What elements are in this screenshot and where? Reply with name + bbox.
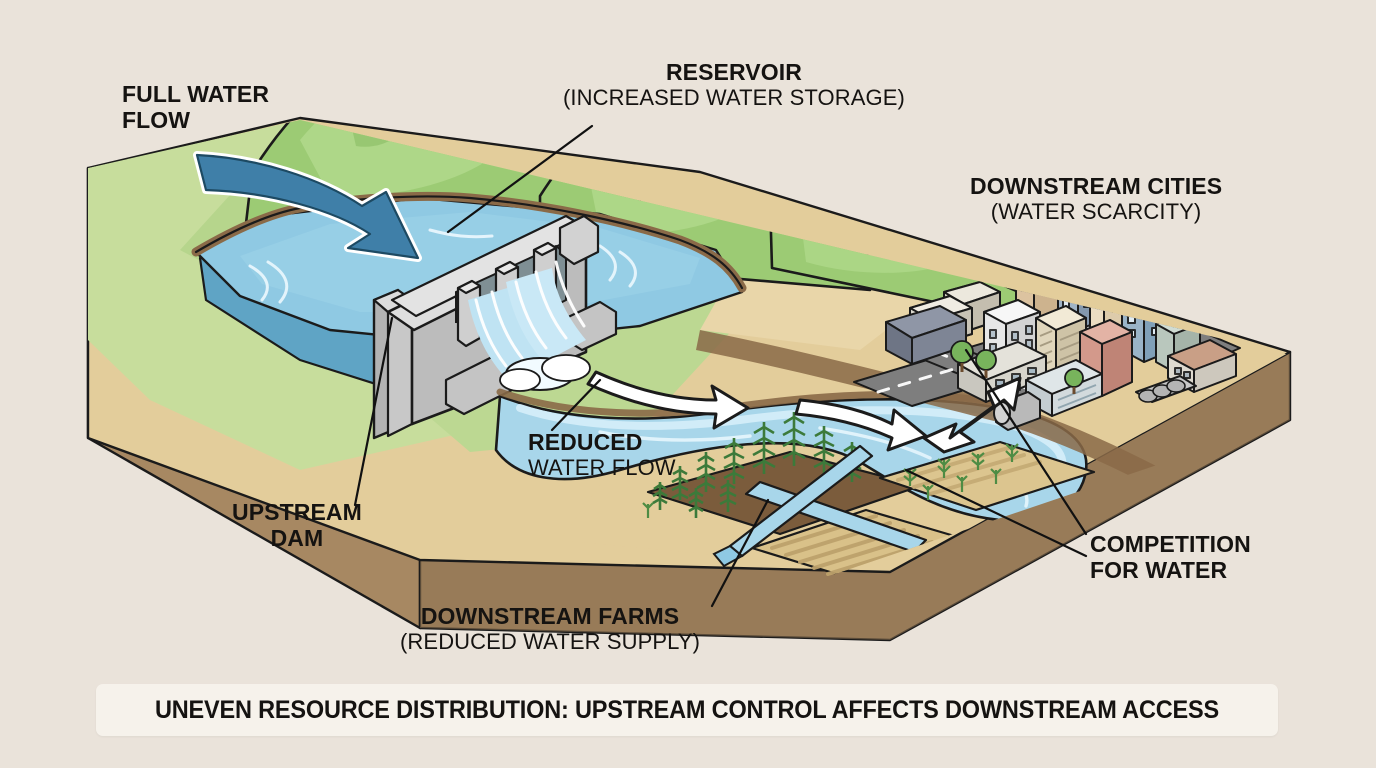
reduced-flow-arrow-1: [586, 370, 750, 430]
label-reduced-water-flow: REDUCED WATER FLOW: [528, 429, 676, 480]
leader-competition-1: [964, 348, 1088, 536]
label-downstream-cities: DOWNSTREAM CITIES (WATER SCARCITY): [970, 173, 1223, 224]
label-reservoir-line1: RESERVOIR: [665, 59, 802, 85]
reduced-flow-arrow-2: [794, 398, 928, 452]
leader-upstream-dam: [353, 316, 394, 507]
label-full-water-flow-line2: FLOW: [122, 106, 191, 133]
leader-reservoir: [446, 124, 594, 234]
label-competition-for-water: COMPETITION FOR WATER: [1090, 531, 1251, 584]
leader-lines: [353, 124, 1092, 608]
label-downstream-farms: DOWNSTREAM FARMS (REDUCED WATER SUPPLY): [400, 603, 701, 654]
spillway-water: [468, 260, 591, 392]
label-downstream-cities-line1: DOWNSTREAM CITIES: [970, 173, 1223, 199]
label-downstream-farms-line1: DOWNSTREAM FARMS: [420, 603, 680, 629]
downstream-farms: [642, 412, 1096, 582]
label-competition-for-water-line1: COMPETITION: [1090, 531, 1251, 557]
label-upstream-dam: UPSTREAM DAM: [232, 499, 362, 552]
caption-panel: UNEVEN RESOURCE DISTRIBUTION: UPSTREAM C…: [96, 684, 1278, 736]
leader-competition-2: [904, 468, 1088, 558]
label-upstream-dam-line2: DAM: [270, 524, 324, 551]
label-reduced-water-flow-line2: WATER FLOW: [528, 454, 676, 480]
label-competition-for-water-line2: FOR WATER: [1090, 556, 1228, 583]
caption-text: UNEVEN RESOURCE DISTRIBUTION: UPSTREAM C…: [154, 695, 1220, 724]
full-water-flow-arrow: [193, 151, 422, 262]
label-reservoir-line2: (INCREASED WATER STORAGE): [563, 84, 905, 110]
upstream-dam: [372, 214, 618, 440]
leader-reduced-flow: [550, 378, 602, 432]
label-full-water-flow-line1: FULL WATER: [122, 81, 270, 107]
label-downstream-farms-line2: (REDUCED WATER SUPPLY): [400, 628, 701, 654]
label-full-water-flow: FULL WATER FLOW: [122, 81, 270, 134]
leader-downstream-farms: [710, 498, 770, 608]
label-downstream-cities-line2: (WATER SCARCITY): [990, 198, 1202, 224]
city-trees: [950, 340, 1084, 394]
label-reservoir: RESERVOIR (INCREASED WATER STORAGE): [563, 59, 905, 110]
label-upstream-dam-line1: UPSTREAM: [232, 499, 362, 525]
leader-cities: [1060, 230, 1092, 258]
label-reduced-water-flow-line1: REDUCED: [528, 429, 643, 455]
